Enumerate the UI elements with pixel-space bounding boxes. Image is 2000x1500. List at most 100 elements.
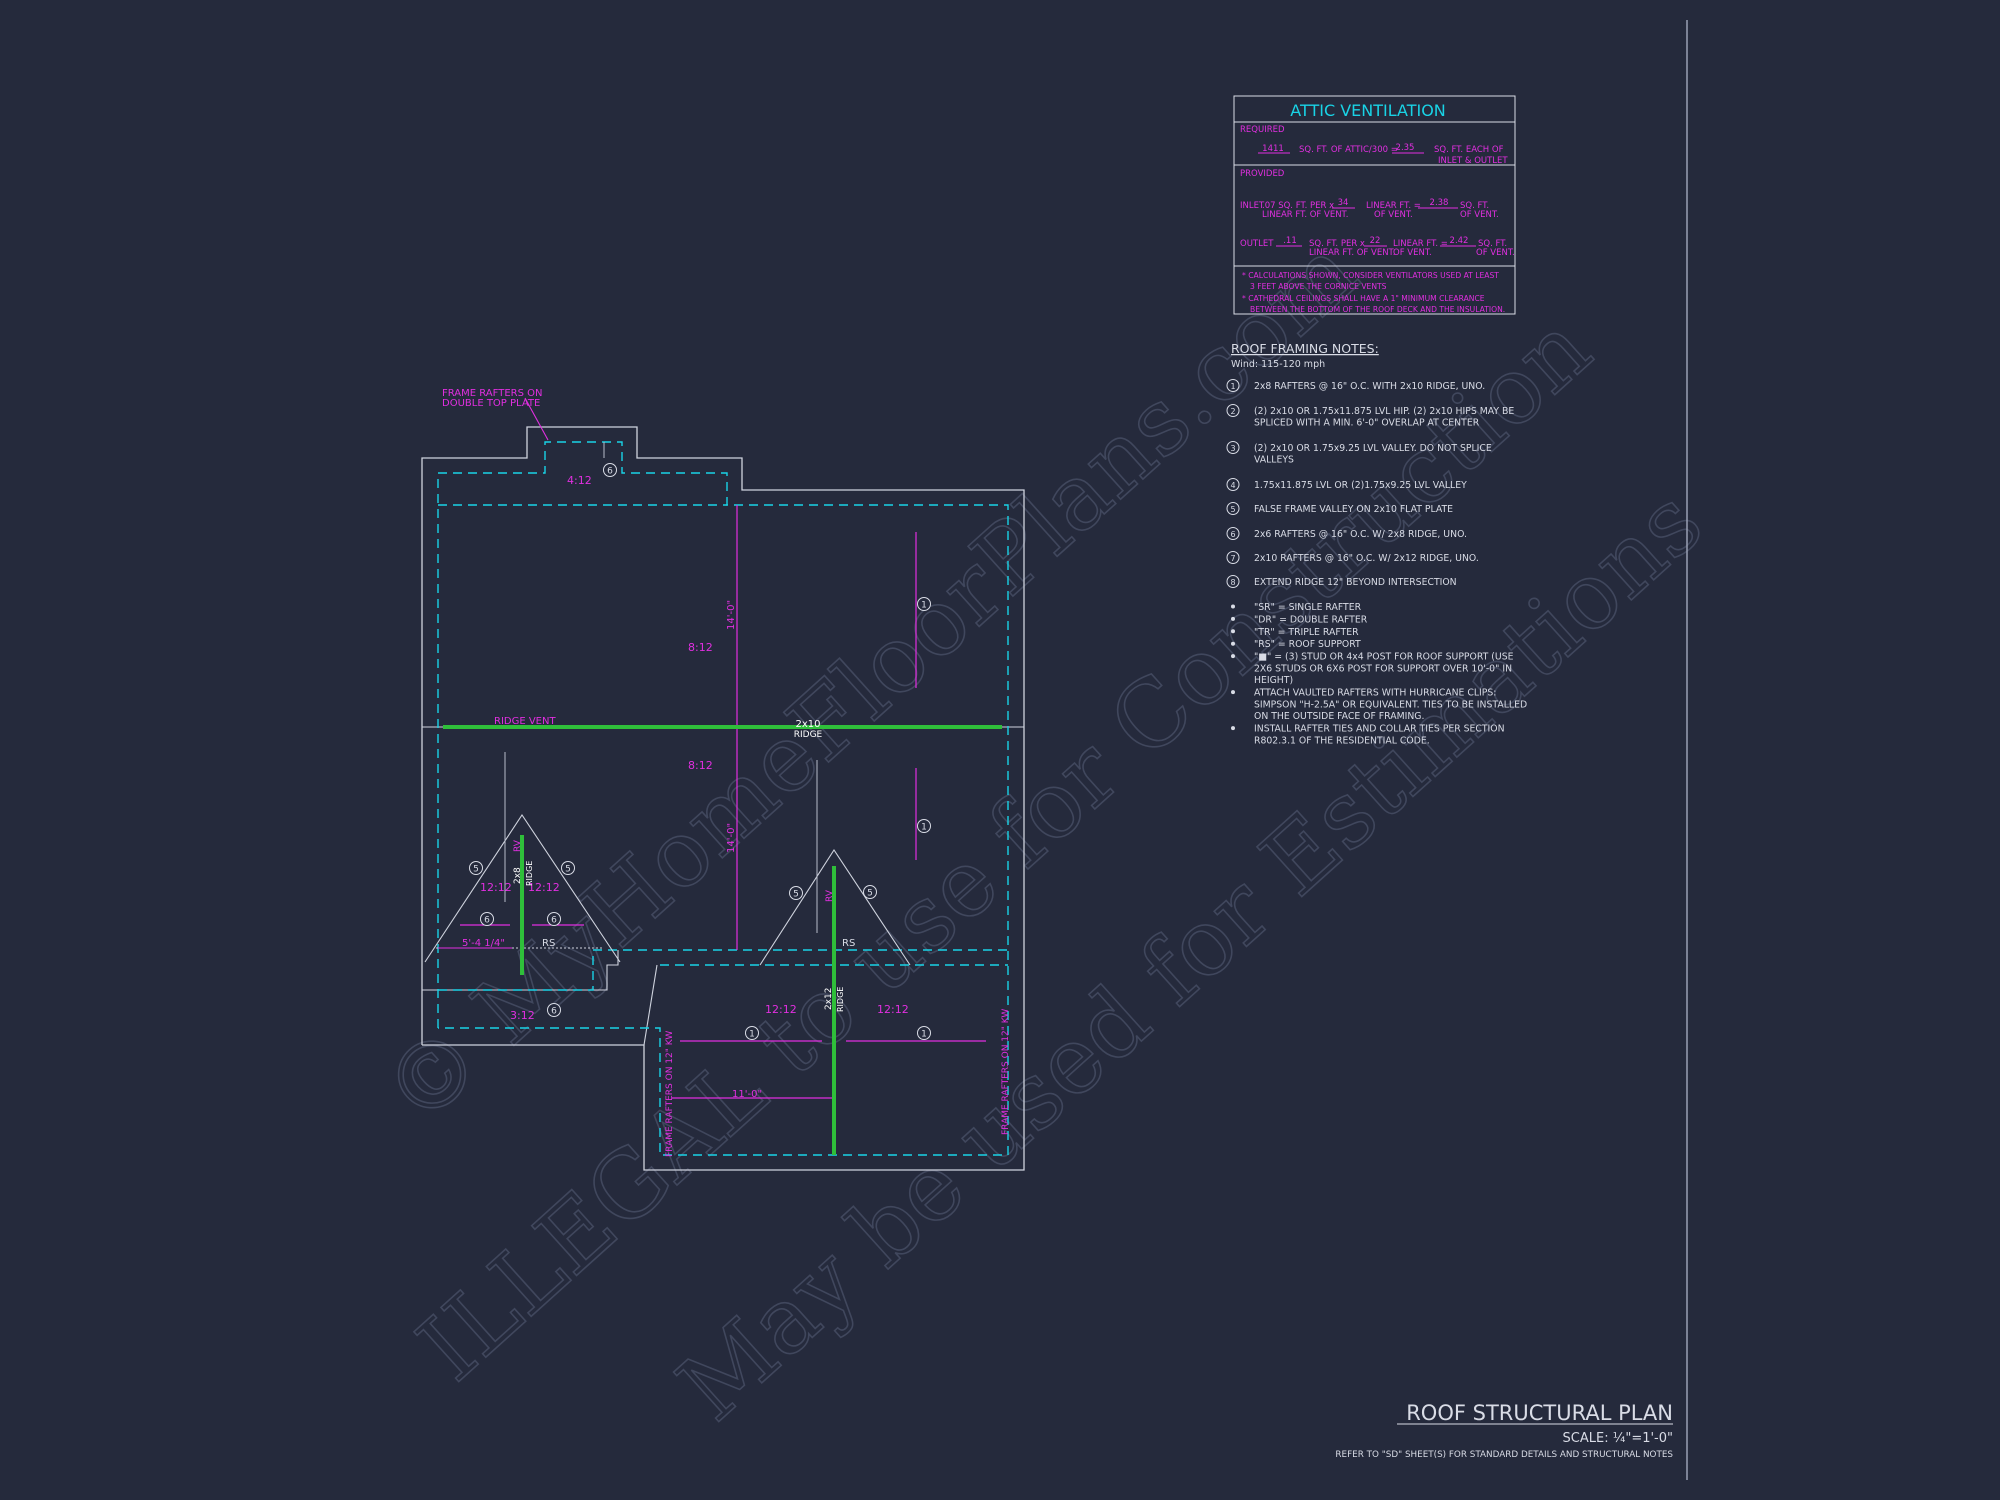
note-number-circle: [1226, 379, 1240, 392]
bullet-text: "DR" = DOUBLE RAFTER: [1254, 614, 1368, 625]
attic-req-unit-2: INLET & OUTLET: [1438, 156, 1508, 166]
pitch-top: 4:12: [567, 474, 592, 487]
plan-tag: 6: [603, 463, 617, 477]
attic-inlet-rate-2: LINEAR FT. OF VENT.: [1262, 210, 1348, 220]
plan-tag-circle: [561, 861, 575, 875]
bullet-item: "TR" = TRIPLE RAFTER: [1231, 627, 1359, 638]
pitch-lower: 8:12: [688, 759, 713, 772]
note-number-circle: [1226, 575, 1240, 588]
attic-outlet-lin: LINEAR FT. =: [1393, 239, 1448, 249]
watermark-line-2: ILLEGAL to use for Construction: [398, 294, 1611, 1401]
note-text: FALSE FRAME VALLEY ON 2x10 FLAT PLATE: [1254, 504, 1453, 515]
ridge-vent-label: RIDGE VENT: [494, 716, 556, 727]
note-text: VALLEYS: [1254, 455, 1294, 466]
plan-tag-circle: [789, 886, 803, 900]
attic-inlet-lin: LINEAR FT. =: [1366, 201, 1421, 211]
attic-note-2: * CATHEDRAL CEILINGS SHALL HAVE A 1" MIN…: [1242, 294, 1485, 303]
attic-outlet-rate-2: LINEAR FT. OF VENT.: [1309, 248, 1395, 258]
frame-kw-right: FRAME RAFTERS ON 12" KW: [1001, 1009, 1011, 1135]
attic-outlet-unit-2: OF VENT.: [1476, 248, 1515, 258]
note-item: 3(2) 2x10 OR 1.75x9.25 LVL VALLEY. DO NO…: [1226, 441, 1492, 466]
plan-tag: 1: [917, 597, 931, 611]
watermark: © MyHomeFloorPlans.com ILLEGAL to use fo…: [362, 217, 1723, 1442]
plan-tag: 1: [745, 1026, 759, 1040]
note-number: 2: [1230, 407, 1235, 416]
plan-tag: 5: [561, 861, 575, 875]
attic-req-text: SQ. FT. OF ATTIC/300 =: [1299, 145, 1398, 155]
left-ridge-label: RIDGE: [525, 861, 534, 886]
note-number: 8: [1230, 578, 1235, 587]
bullet-item: "RS" = ROOF SUPPORT: [1231, 639, 1361, 650]
left-rv: RV: [513, 839, 523, 852]
plan-tag-circle: [917, 819, 931, 833]
note-text: (2) 2x10 OR 1.75x9.25 LVL VALLEY. DO NOT…: [1254, 443, 1492, 454]
bullet-text: HEIGHT): [1254, 675, 1293, 686]
plan-tag-circle: [547, 912, 561, 926]
frame-note-1: FRAME RAFTERS ON: [442, 388, 542, 399]
plan-refer-note: REFER TO "SD" SHEET(S) FOR STANDARD DETA…: [1335, 1450, 1673, 1460]
note-text: EXTEND RIDGE 12" BEYOND INTERSECTION: [1254, 577, 1457, 588]
attic-outlet-rate: SQ. FT. PER x: [1309, 239, 1365, 249]
bullet-item: "DR" = DOUBLE RAFTER: [1231, 614, 1368, 625]
plan-tag: 5: [789, 886, 803, 900]
plan-tag-number: 1: [921, 1029, 927, 1039]
wall-line-dashed: [437, 441, 1009, 1156]
attic-required-label: REQUIRED: [1240, 125, 1285, 135]
note-text: SPLICED WITH A MIN. 6'-0" OVERLAP AT CEN…: [1254, 418, 1480, 429]
attic-provided-label: PROVIDED: [1240, 169, 1285, 179]
bullet-text: INSTALL RAFTER TIES AND COLLAR TIES PER …: [1254, 724, 1505, 735]
title-block: ROOF STRUCTURAL PLAN SCALE: ¼"=1'-0" REF…: [1335, 1401, 1673, 1460]
plan-tag: 1: [917, 819, 931, 833]
note-text: 2x6 RAFTERS @ 16" O.C. W/ 2x8 RIDGE, UNO…: [1254, 529, 1467, 540]
note-number: 1: [1230, 382, 1235, 391]
notes-title: ROOF FRAMING NOTES:: [1231, 341, 1379, 356]
attic-outlet-rate-value: .11: [1283, 236, 1297, 246]
bullet-item: "SR" = SINGLE RAFTER: [1231, 602, 1362, 613]
bullet-dot: [1231, 690, 1235, 695]
left-pitch-r: 12:12: [528, 881, 560, 894]
plan-tag-circle: [603, 463, 617, 477]
bullet-text: "SR" = SINGLE RAFTER: [1254, 602, 1362, 613]
left-ridge-size: 2x8: [513, 867, 523, 884]
note-text: 1.75x11.875 LVL OR (2)1.75x9.25 LVL VALL…: [1254, 480, 1467, 491]
note-item: 2(2) 2x10 OR 1.75x11.875 LVL HIP. (2) 2x…: [1226, 404, 1514, 429]
plan-tag: 5: [863, 885, 877, 899]
main-ridge-label: RIDGE: [794, 730, 823, 740]
dim-lower-text: 14'-0": [726, 823, 737, 853]
pitch-upper: 8:12: [688, 641, 713, 654]
bullet-item: ATTACH VAULTED RAFTERS WITH HURRICANE CL…: [1231, 688, 1527, 722]
note-number: 5: [1230, 505, 1235, 514]
pitch-312: 3:12: [510, 1009, 535, 1022]
attic-outlet-result: 2.42: [1450, 236, 1469, 246]
plan-tag-number: 5: [793, 889, 799, 899]
note-text: 2x8 RAFTERS @ 16" O.C. WITH 2x10 RIDGE, …: [1254, 381, 1485, 392]
bullet-text: R802.3.1 OF THE RESIDENTIAL CODE.: [1254, 735, 1430, 746]
bullet-dot: [1231, 726, 1235, 731]
attic-outlet-unit: SQ. FT.: [1478, 239, 1507, 249]
attic-req-result: 2.35: [1396, 143, 1415, 153]
plan-tag: 1: [917, 1026, 931, 1040]
left-rs: RS: [542, 938, 555, 949]
bullet-item: "■" = (3) STUD OR 4x4 POST FOR ROOF SUPP…: [1231, 652, 1514, 686]
plan-tag: 6: [547, 1003, 561, 1017]
bullet-text: ATTACH VAULTED RAFTERS WITH HURRICANE CL…: [1254, 688, 1496, 699]
left-dim-text: 5'-4 1/4": [462, 938, 505, 949]
attic-inlet-rate: .07 SQ. FT. PER x: [1262, 201, 1334, 211]
bullet-dot: [1231, 604, 1235, 609]
attic-outlet-label: OUTLET: [1240, 239, 1274, 249]
plan-tag-circle: [547, 1003, 561, 1017]
roof-plan: FRAME RAFTERS ON DOUBLE TOP PLATE 4:12 8…: [421, 388, 1025, 1171]
note-number-circle: [1226, 404, 1240, 417]
note-number: 7: [1230, 554, 1235, 563]
plan-tag-number: 1: [749, 1029, 755, 1039]
wing-dim-text: 11'-0": [732, 1089, 762, 1100]
attic-inlet-lin-2: OF VENT.: [1374, 210, 1413, 220]
note-number: 6: [1230, 530, 1235, 539]
plan-tag-circle: [863, 885, 877, 899]
plan-tag: 6: [480, 912, 494, 926]
